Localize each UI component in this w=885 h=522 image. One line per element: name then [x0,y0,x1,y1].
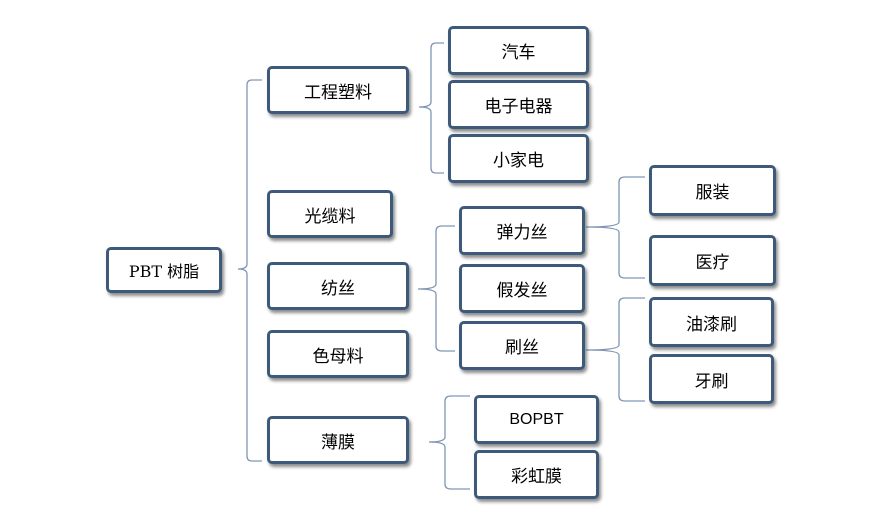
node-label: 光缆料 [304,206,356,227]
node-paint-brush: 油漆刷 [649,297,774,347]
node-optical-cable-material: 光缆料 [267,190,393,238]
node-label: 薄膜 [321,432,355,453]
bracket-film [428,395,470,490]
bracket-engineering-plastics [418,42,444,174]
root-label: PBT 树脂 [128,262,200,281]
node-label: 刷丝 [505,338,539,358]
node-label: 工程塑料 [304,82,372,103]
bracket-spinning [417,225,455,352]
node-label: 弹力丝 [496,223,548,243]
bracket-bristle [585,297,645,402]
node-spinning: 纺丝 [267,262,409,310]
root-node-pbt-resin: PBT 树脂 [106,247,222,293]
node-label: 油漆刷 [686,314,737,335]
node-label: 汽车 [501,43,536,63]
node-automobile: 汽车 [448,26,589,75]
node-label: 电子电器 [484,97,553,117]
node-clothing: 服装 [649,165,776,216]
node-rainbow-film: 彩虹膜 [474,450,599,499]
node-engineering-plastics: 工程塑料 [267,66,409,114]
node-medical: 医疗 [649,235,776,286]
node-wig-fiber: 假发丝 [459,264,585,313]
node-label: 服装 [695,183,730,203]
node-label: BOPBT [509,410,564,428]
bracket-root [237,79,262,462]
node-label: 彩虹膜 [511,467,562,487]
node-label: 医疗 [695,253,730,273]
node-bristle: 刷丝 [459,321,585,370]
node-label: 纺丝 [321,278,355,299]
node-label: 小家电 [493,151,544,171]
node-label: 色母料 [312,346,364,367]
node-color-masterbatch: 色母料 [267,330,409,378]
node-label: 假发丝 [496,281,548,301]
node-toothbrush: 牙刷 [649,354,774,404]
node-elastic-yarn: 弹力丝 [459,206,585,255]
bracket-elastic-yarn [585,176,645,279]
node-film: 薄膜 [267,416,409,464]
node-electronics: 电子电器 [448,80,589,129]
node-label: 牙刷 [694,371,729,392]
node-bopbt: BOPBT [474,395,599,444]
node-small-appliances: 小家电 [448,134,589,183]
